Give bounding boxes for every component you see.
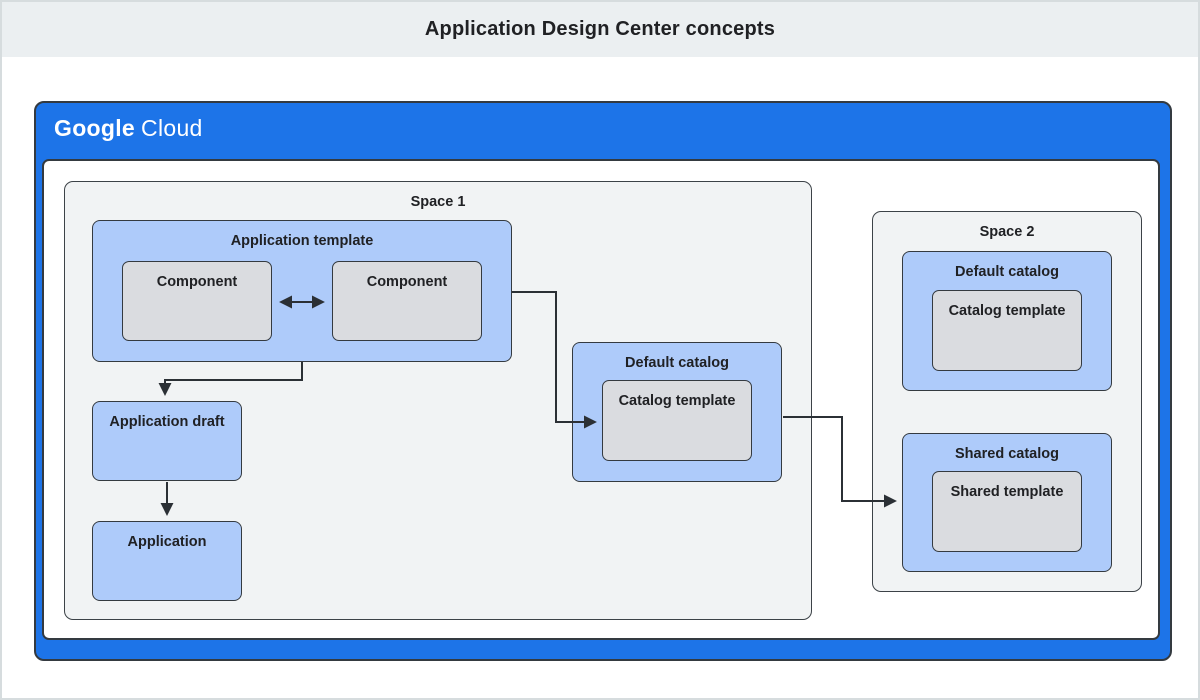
node-space2-default-catalog-label: Default catalog — [955, 264, 1059, 280]
logo-word-google: Google — [54, 115, 136, 141]
node-space1-catalog-template: Catalog template — [602, 380, 752, 461]
node-application-draft: Application draft — [92, 401, 242, 481]
logo-word-cloud: Cloud — [141, 115, 203, 141]
page-header: Application Design Center concepts — [2, 2, 1198, 57]
node-application-label: Application — [127, 534, 207, 550]
node-space2-catalog-template-label: Catalog template — [948, 303, 1066, 319]
node-shared-catalog-label: Shared catalog — [955, 446, 1059, 462]
page-title: Application Design Center concepts — [424, 18, 776, 40]
node-application: Application — [92, 521, 242, 601]
node-space1-default-catalog-label: Default catalog — [625, 355, 729, 371]
node-space1-catalog-template-label: Catalog template — [618, 393, 736, 409]
node-component-left-label: Component — [156, 274, 238, 290]
node-shared-template: Shared template — [932, 471, 1082, 552]
space-1-label: Space 1 — [410, 194, 466, 210]
node-shared-template-label: Shared template — [950, 484, 1064, 500]
node-component-right-label: Component — [366, 274, 448, 290]
node-component-right: Component — [332, 261, 482, 341]
node-space2-catalog-template: Catalog template — [932, 290, 1082, 371]
node-application-draft-label: Application draft — [109, 414, 225, 430]
space-2-label: Space 2 — [979, 224, 1035, 240]
node-application-template-label: Application template — [230, 233, 374, 249]
node-component-left: Component — [122, 261, 272, 341]
